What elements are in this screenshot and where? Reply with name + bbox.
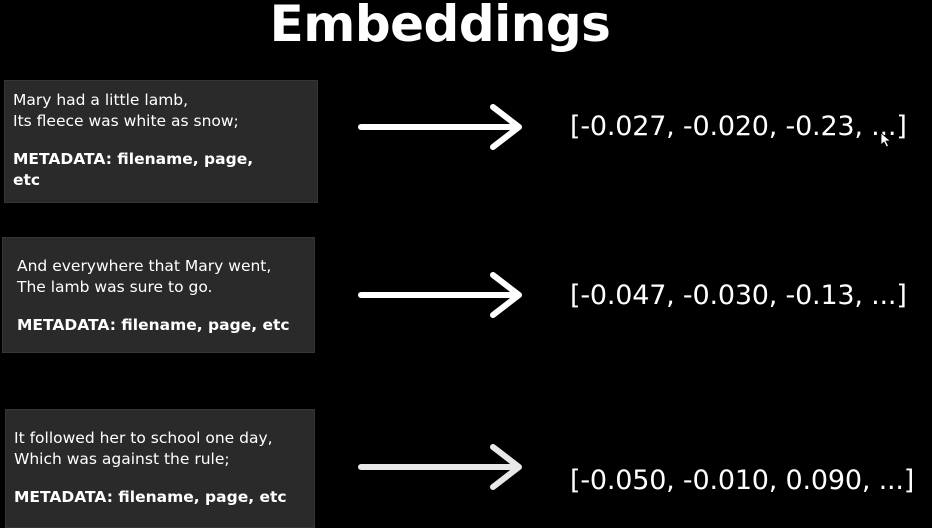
chunk-text-line: The lamb was sure to go. bbox=[17, 278, 213, 296]
right-arrow-icon bbox=[358, 444, 522, 490]
embedding-vector: [-0.047, -0.030, -0.13, ...] bbox=[570, 280, 907, 311]
mouse-pointer-icon bbox=[880, 132, 892, 148]
chunk-metadata: METADATA: filename, page, etc bbox=[17, 316, 290, 334]
text-chunk-card-3: It followed her to school one day, Which… bbox=[5, 409, 315, 528]
text-chunk-card-1: Mary had a little lamb, Its fleece was w… bbox=[4, 80, 318, 203]
text-chunk-card-2: And everywhere that Mary went, The lamb … bbox=[2, 237, 315, 353]
embedding-vector: [-0.050, -0.010, 0.090, ...] bbox=[570, 465, 915, 496]
right-arrow-icon bbox=[358, 272, 522, 318]
chunk-text-line: Mary had a little lamb, bbox=[13, 91, 189, 109]
chunk-text-line: Which was against the rule; bbox=[14, 450, 230, 468]
page-title: Embeddings bbox=[269, 0, 611, 53]
embedding-vector: [-0.027, -0.020, -0.23, ...] bbox=[570, 111, 907, 142]
chunk-text-line: Its fleece was white as snow; bbox=[13, 112, 239, 130]
chunk-text-line: It followed her to school one day, bbox=[14, 429, 273, 447]
chunk-metadata: METADATA: filename, page, etc bbox=[14, 488, 287, 506]
chunk-metadata: METADATA: filename, page, etc bbox=[13, 150, 254, 189]
chunk-text-line: And everywhere that Mary went, bbox=[17, 257, 272, 275]
right-arrow-icon bbox=[358, 104, 522, 150]
